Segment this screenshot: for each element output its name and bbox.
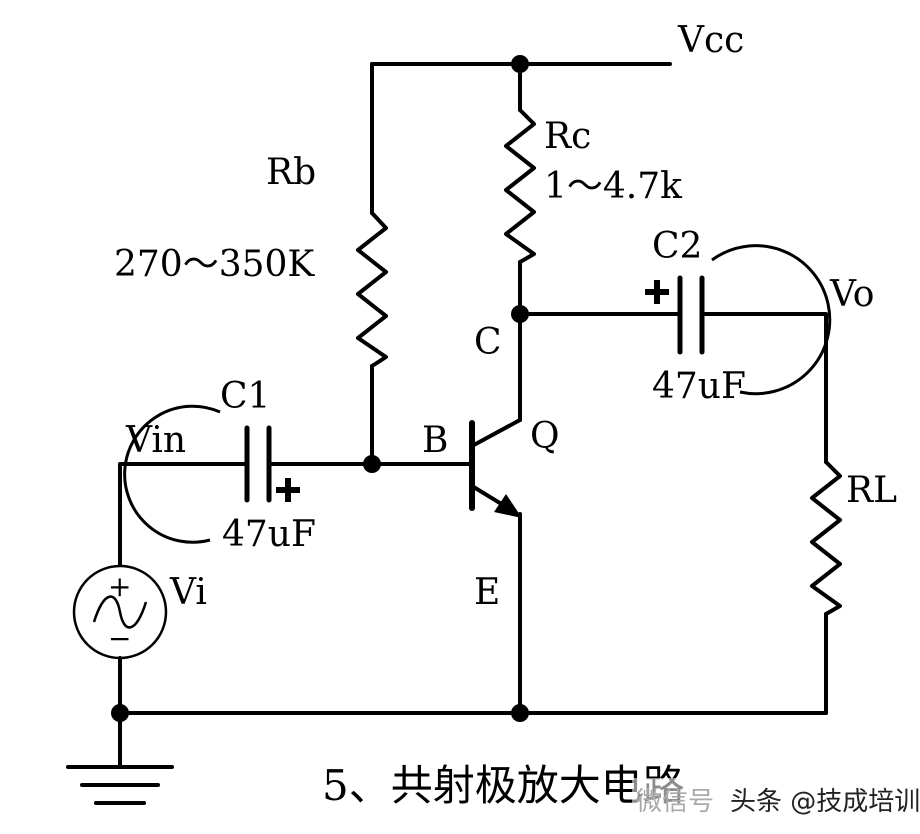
- emitter-arrow-icon: [494, 494, 522, 518]
- junction-dot-base: [363, 455, 381, 473]
- junction-dot-ground-emitter: [511, 704, 529, 722]
- rl-label: RL: [846, 470, 897, 511]
- c2-output-wire: [700, 312, 828, 464]
- c1-plus-icon: [276, 478, 300, 502]
- rb-value-label: 270～350K: [114, 244, 315, 285]
- vin-arc: [123, 404, 221, 544]
- collector-node-label: C: [474, 322, 502, 363]
- rb-resistor: [356, 211, 388, 368]
- rc-resistor: [504, 108, 536, 264]
- input-wire: [118, 462, 249, 567]
- watermark-backdrop: [632, 778, 920, 822]
- rb-label: Rb: [266, 152, 316, 193]
- c2-plus-icon: [645, 280, 669, 304]
- base-node-label: B: [422, 420, 448, 461]
- watermark-text: 头条 @技成培训: [730, 787, 920, 817]
- vi-minus-sign: −: [108, 622, 131, 655]
- ac-wave-icon: [92, 595, 148, 629]
- transistor-q-label: Q: [530, 416, 560, 457]
- vi-plus-sign: +: [108, 570, 131, 603]
- rc-label: Rc: [544, 116, 591, 157]
- c2-label: C2: [652, 226, 702, 267]
- rc-value-label: 1～4.7k: [544, 166, 683, 207]
- c1-value-label: 47uF: [222, 514, 316, 555]
- vo-arc: [711, 244, 832, 396]
- junction-dot-collector: [511, 305, 529, 323]
- junction-dot-ground-left: [111, 704, 129, 722]
- vi-label: Vi: [169, 572, 207, 613]
- emitter-node-label: E: [474, 572, 500, 613]
- vin-label: Vin: [125, 420, 186, 461]
- junction-dot-vcc: [511, 55, 529, 73]
- rl-resistor: [810, 460, 842, 616]
- watermark-faint-text: 微信号: [636, 787, 714, 817]
- vo-label: Vo: [829, 274, 874, 315]
- c1-label: C1: [220, 376, 270, 417]
- transistor-collector-lead: [470, 418, 522, 448]
- figure-caption: 5、共射极放大电路: [322, 761, 685, 810]
- vcc-label: Vcc: [677, 20, 744, 61]
- c2-value-label: 47uF: [652, 366, 746, 407]
